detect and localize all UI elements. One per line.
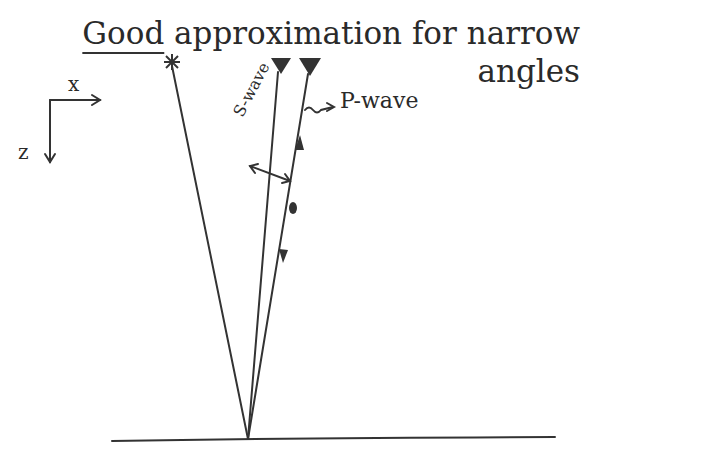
- up-arrowhead: [295, 135, 304, 150]
- s-polarization-head: [250, 164, 258, 173]
- axis-label: z: [18, 140, 29, 164]
- receiver-triangle: [271, 58, 291, 74]
- title-underline: [82, 52, 164, 54]
- x-axis: [50, 99, 100, 101]
- s-polarization-arrow: [250, 166, 290, 181]
- z-arrowhead: [45, 154, 55, 162]
- incident-ray: [172, 66, 248, 439]
- receiver-triangle: [299, 58, 321, 76]
- dot: [289, 202, 297, 214]
- axis-label: x: [68, 72, 79, 96]
- title: Good approximation for narrow angles: [60, 14, 580, 90]
- wave-label: S-wave: [229, 59, 273, 120]
- p-wave-ray: [248, 74, 308, 439]
- down-arrowhead: [279, 249, 288, 263]
- wave-label: P-wave: [340, 88, 418, 113]
- pointer-head: [327, 103, 334, 111]
- x-arrowhead: [92, 95, 100, 105]
- reflector-line: [112, 437, 555, 441]
- source-star: [164, 54, 180, 70]
- z-axis: [49, 100, 51, 162]
- s-polarization-head: [282, 174, 290, 183]
- s-wave-ray: [248, 72, 278, 439]
